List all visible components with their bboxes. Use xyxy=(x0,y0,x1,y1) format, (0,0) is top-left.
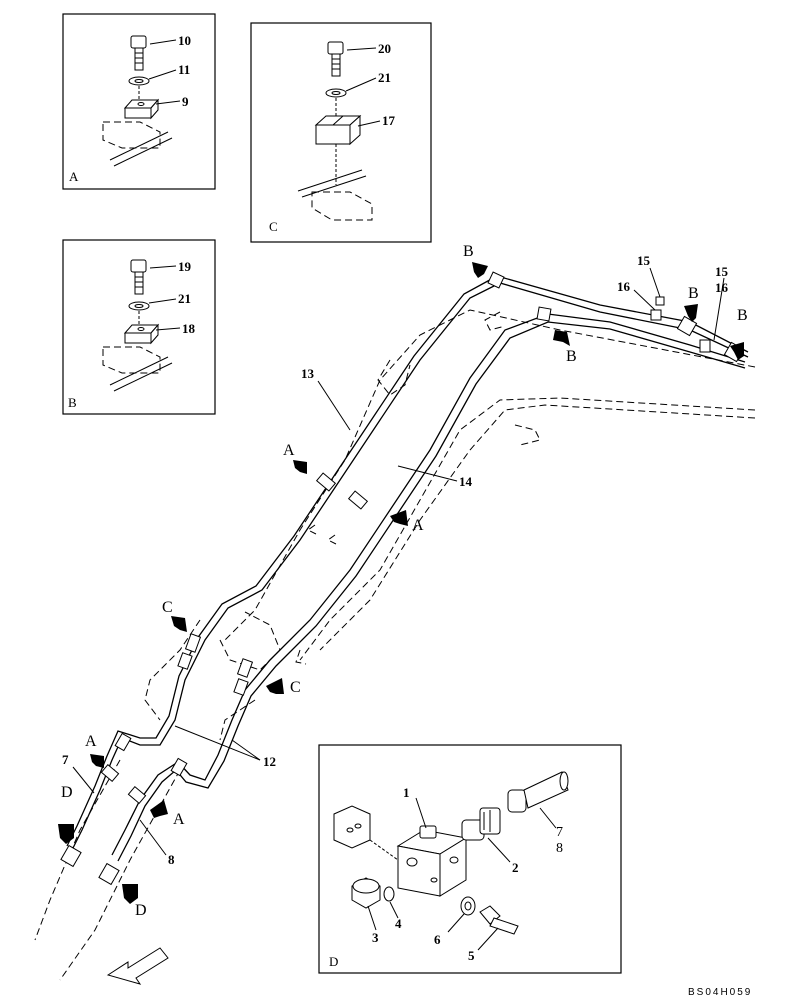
clamp-a-2 xyxy=(347,490,369,510)
view-a-label: A xyxy=(85,733,97,750)
arrow-b-icon xyxy=(684,304,698,322)
tube-13 xyxy=(66,275,749,851)
bolt-icon xyxy=(327,41,344,77)
arrow-a-icon xyxy=(293,460,307,474)
view-c-label: C xyxy=(290,679,301,696)
valve-block-icon xyxy=(396,825,468,897)
callout-8: 8 xyxy=(556,841,563,856)
callout-2: 2 xyxy=(512,860,519,875)
o-ring-icon xyxy=(383,886,395,902)
tube-14 xyxy=(111,313,746,862)
clamp-b-1 xyxy=(487,271,505,289)
detail-d-panel: 1 2 7 8 3 4 6 xyxy=(318,744,622,974)
main-callouts: 13 14 12 7 8 15 16 15 16 xyxy=(62,253,729,867)
arrow-a-icon xyxy=(90,754,104,768)
adapter-fitting-icon xyxy=(461,807,501,841)
callout-6: 6 xyxy=(434,932,441,947)
view-arrows: B B B B A A A A C C D D xyxy=(58,243,748,919)
callout-3: 3 xyxy=(372,930,379,945)
callout-13: 13 xyxy=(301,366,315,381)
view-b-label: B xyxy=(566,348,577,365)
arrow-c-icon xyxy=(266,678,284,694)
detail-d-label: D xyxy=(329,954,338,969)
clamp-icon xyxy=(123,98,160,120)
detail-d-frame xyxy=(318,744,622,974)
callout-11: 11 xyxy=(178,62,190,77)
callout-5: 5 xyxy=(468,948,475,963)
fitting xyxy=(177,652,193,670)
callout-17: 17 xyxy=(382,113,396,128)
tube-end-icon xyxy=(507,771,569,813)
callout-10: 10 xyxy=(178,33,191,48)
fitting xyxy=(114,732,132,752)
callout-14: 14 xyxy=(459,474,473,489)
detail-a-panel: 10 11 9 A xyxy=(62,13,216,190)
detail-c-label: C xyxy=(269,219,278,234)
callout-9: 9 xyxy=(182,94,189,109)
clamp-a-4 xyxy=(127,785,147,805)
bolt-icon xyxy=(130,259,147,295)
callout-12: 12 xyxy=(263,754,276,769)
bolt-icon xyxy=(130,35,147,71)
view-b-label: B xyxy=(737,307,748,324)
callout-15: 15 xyxy=(715,264,729,279)
bolt-icon xyxy=(479,905,519,935)
clamp-c-1 xyxy=(184,633,202,653)
clamp-a-1 xyxy=(315,472,337,492)
view-a-label: A xyxy=(283,442,295,459)
view-a-label: A xyxy=(173,811,185,828)
callout-7: 7 xyxy=(556,825,563,840)
view-b-label: B xyxy=(463,243,474,260)
arrow-d-icon xyxy=(58,824,74,844)
detail-a-label: A xyxy=(69,169,79,184)
clamp-b-2 xyxy=(536,306,552,322)
mounting-bracket-icon xyxy=(333,805,371,849)
plug-icon xyxy=(351,877,381,909)
detail-c-panel: 20 21 17 C xyxy=(250,22,432,243)
arrow-a-icon xyxy=(390,510,408,526)
part-16-right xyxy=(699,339,711,353)
arrow-b-icon xyxy=(472,262,488,278)
callout-21: 21 xyxy=(378,70,391,85)
end-fitting-right xyxy=(98,862,120,886)
callout-18: 18 xyxy=(182,321,196,336)
arrow-c-icon xyxy=(171,616,187,632)
clamp-c-2 xyxy=(236,658,254,678)
part-15-left xyxy=(655,296,665,306)
callout-19: 19 xyxy=(178,259,192,274)
clamp-a-3 xyxy=(100,763,120,783)
callout-1: 1 xyxy=(403,785,410,800)
callout-7: 7 xyxy=(62,752,69,767)
detail-b-label: B xyxy=(68,395,77,410)
callout-21: 21 xyxy=(178,291,191,306)
end-fitting-left xyxy=(60,844,82,868)
drawing-reference-code: BS04H059 xyxy=(688,987,752,998)
detail-b-panel: 19 21 18 B xyxy=(62,239,216,415)
view-d-label: D xyxy=(135,902,147,919)
view-b-label: B xyxy=(688,285,699,302)
arrow-b-icon xyxy=(730,342,744,360)
callout-16: 16 xyxy=(617,279,631,294)
fitting xyxy=(233,678,249,696)
callout-16: 16 xyxy=(715,280,729,295)
arrow-d-icon xyxy=(122,884,138,904)
callout-20: 20 xyxy=(378,41,391,56)
view-d-label: D xyxy=(61,784,73,801)
arm-phantom-outline xyxy=(34,309,756,981)
arrow-b-icon xyxy=(553,330,570,346)
clamp-icon xyxy=(123,323,160,345)
callout-15: 15 xyxy=(637,253,651,268)
arrow-a-icon xyxy=(150,800,168,818)
fitting xyxy=(170,757,188,777)
view-a-label: A xyxy=(412,517,424,534)
part-16-left xyxy=(650,309,662,321)
callout-4: 4 xyxy=(395,916,402,931)
direction-arrow-icon xyxy=(106,947,169,985)
callout-8: 8 xyxy=(168,852,175,867)
view-c-label: C xyxy=(162,599,173,616)
clamp-block-icon xyxy=(314,114,362,146)
